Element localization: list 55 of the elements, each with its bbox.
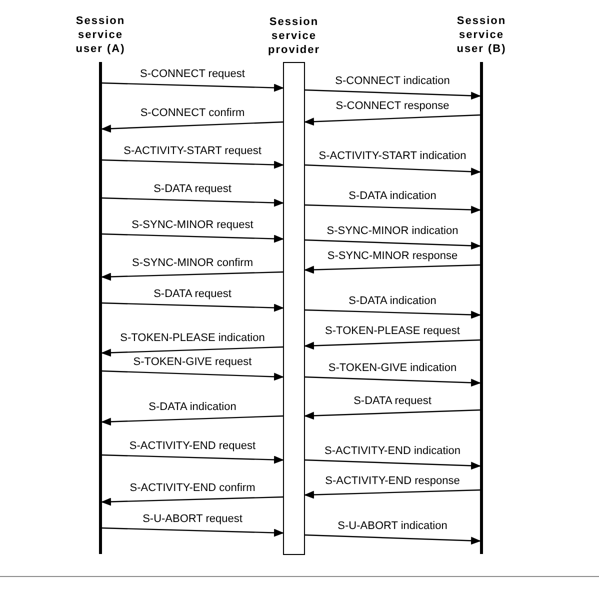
arrow — [304, 339, 480, 350]
arrow — [101, 121, 284, 133]
arrow — [304, 239, 481, 250]
edge-label: S-SYNC-MINOR indication — [326, 225, 460, 237]
edge-label: S-TOKEN-GIVE indication — [327, 362, 458, 374]
arrow — [102, 370, 284, 381]
edge-label: S-ACTIVITY-END request — [128, 440, 257, 452]
edge-label: S-DATA indication — [348, 295, 438, 307]
edge-label: S-CONNECT response — [334, 100, 450, 112]
edge-label: S-DATA indication — [348, 190, 438, 202]
arrow — [304, 534, 481, 545]
arrow — [304, 89, 481, 100]
edge-label: S-SYNC-MINOR confirm — [131, 257, 254, 269]
edge-label: S-CONNECT confirm — [139, 107, 246, 119]
arrow — [304, 459, 481, 470]
edge-label: S-SYNC-MINOR request — [130, 219, 254, 231]
edge-label: S-ACTIVITY-END confirm — [128, 482, 256, 494]
edge-label: S-ACTIVITY-START request — [122, 145, 262, 157]
edge-label: S-SYNC-MINOR response — [326, 250, 459, 262]
arrow — [102, 159, 284, 169]
arrow — [102, 302, 284, 312]
arrow — [101, 271, 284, 281]
edge-label: S-DATA request — [352, 395, 432, 407]
edge-label: S-ACTIVITY-END indication — [324, 445, 462, 457]
arrow — [304, 204, 481, 214]
arrow — [101, 415, 284, 426]
arrow — [102, 233, 284, 243]
edge-label: S-DATA request — [152, 288, 232, 300]
edge-label: S-ACTIVITY-START indication — [318, 150, 468, 162]
arrow — [102, 454, 284, 464]
edge-label: S-CONNECT indication — [334, 75, 451, 87]
arrow — [101, 496, 284, 506]
edge-label: S-U-ABORT indication — [336, 520, 448, 532]
edge-label: S-U-ABORT request — [142, 513, 244, 525]
arrow — [304, 489, 480, 499]
edge-label: S-CONNECT request — [139, 68, 246, 80]
edge-label: S-DATA indication — [148, 401, 238, 413]
lifeline-heading: Session service user (B) — [456, 14, 508, 56]
arrow — [304, 376, 481, 387]
lifeline-heading: Session service provider — [266, 15, 321, 57]
edge-label: S-TOKEN-PLEASE indication — [119, 332, 266, 344]
edge-label: S-TOKEN-PLEASE request — [324, 325, 461, 337]
arrow — [304, 114, 480, 126]
lifeline-heading: Session service user (A) — [74, 14, 126, 56]
edge-label: S-DATA request — [152, 183, 232, 195]
arrow — [304, 309, 481, 319]
arrow — [304, 409, 480, 420]
edge-label: S-ACTIVITY-END response — [324, 475, 461, 487]
arrow — [102, 82, 284, 92]
arrow — [102, 197, 284, 207]
arrow — [304, 264, 480, 274]
edge-label: S-TOKEN-GIVE request — [132, 356, 253, 368]
arrow — [304, 164, 481, 176]
arrow — [102, 527, 284, 537]
arrow — [101, 346, 284, 357]
